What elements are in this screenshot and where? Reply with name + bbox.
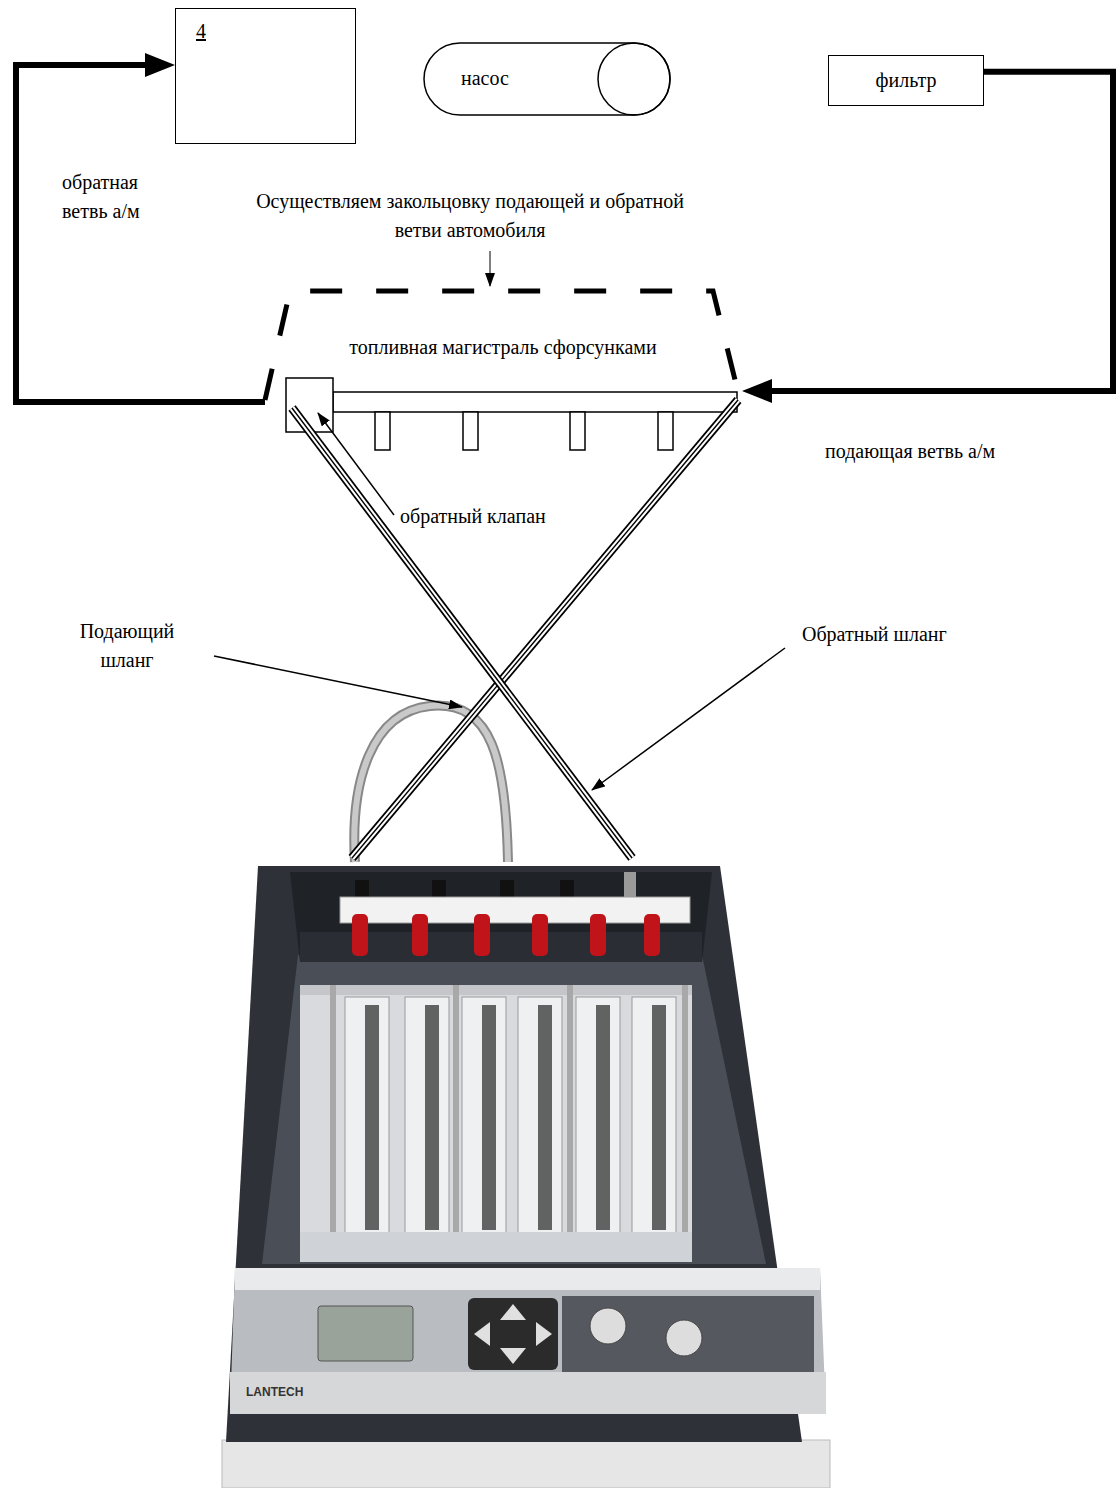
fuel-line <box>762 72 1113 391</box>
measuring-cylinder <box>462 997 506 1237</box>
filter-box: фильтр <box>828 55 984 106</box>
hose-line <box>352 400 738 858</box>
display <box>318 1306 413 1361</box>
injector <box>375 412 390 450</box>
pillar <box>567 985 573 1245</box>
machine-front <box>262 955 766 1264</box>
line-label: обратная ветвь а/м <box>62 168 180 226</box>
line-label: подающая ветвь а/м <box>825 437 995 466</box>
scale <box>538 1005 552 1230</box>
drain-tray <box>300 1232 692 1262</box>
leader-line <box>592 648 785 790</box>
round-button <box>590 1308 626 1344</box>
fitting <box>624 872 636 900</box>
key-right <box>536 1322 552 1346</box>
leader-line <box>318 413 394 515</box>
hose-line <box>292 408 632 858</box>
hose-line <box>292 408 632 858</box>
fuel-rail <box>333 392 737 412</box>
cylinder-bay <box>300 985 692 1245</box>
pump-end <box>598 43 670 115</box>
cylinder-rail <box>300 985 692 995</box>
injector <box>658 412 673 450</box>
unit-box: 4 <box>175 8 356 144</box>
pillar <box>682 985 688 1245</box>
machine-base <box>222 1440 830 1488</box>
control-panel <box>230 1268 826 1414</box>
measuring-cylinder <box>345 997 389 1237</box>
red-connector <box>474 914 490 956</box>
measuring-cylinder <box>576 997 620 1237</box>
key-down <box>500 1348 526 1364</box>
measuring-cylinder <box>405 997 449 1237</box>
scale <box>652 1005 666 1230</box>
red-connector <box>532 914 548 956</box>
hose <box>352 400 738 858</box>
key-up <box>500 1304 526 1320</box>
cable <box>354 706 508 862</box>
pump-shape: насос <box>423 42 671 116</box>
scale <box>365 1005 379 1230</box>
pump-body <box>424 43 670 115</box>
scale <box>425 1005 439 1230</box>
hose-line <box>352 400 738 858</box>
cylinder-scales <box>372 1005 659 1230</box>
injector <box>570 412 585 450</box>
leader-line <box>490 251 491 286</box>
measuring-cylinder <box>518 997 562 1237</box>
hose <box>292 408 632 858</box>
red-connector <box>590 914 606 956</box>
button-pad <box>562 1296 814 1372</box>
hose-line <box>292 408 632 858</box>
cable <box>354 706 508 862</box>
keypad <box>468 1298 558 1370</box>
red-connector <box>644 914 660 956</box>
part-label: Обратный шланг <box>802 620 947 649</box>
machine-tray <box>290 872 712 962</box>
measuring-cylinder <box>632 997 676 1237</box>
node-label: фильтр <box>829 66 983 95</box>
fuel-rail-outline: топливная магистраль сфорсунками <box>262 285 744 403</box>
part-label: Подающий шланг <box>62 617 192 675</box>
scale <box>482 1005 496 1230</box>
pillar <box>330 985 336 1245</box>
part-label: обратный клапан <box>400 502 546 531</box>
node-label: насос <box>461 64 509 93</box>
round-button <box>666 1320 702 1356</box>
panel-strip <box>235 1268 820 1290</box>
connector-bar <box>340 897 690 923</box>
node-outline <box>423 42 671 116</box>
pillar <box>453 985 459 1245</box>
leader-line <box>214 656 462 707</box>
brand-text: LANTECH <box>246 1384 303 1400</box>
red-connector <box>412 914 428 956</box>
panel-bottom <box>230 1372 826 1414</box>
scale <box>596 1005 610 1230</box>
red-connector <box>352 914 368 956</box>
note-text: Осуществляем закольцовку подающей и обра… <box>255 187 685 245</box>
red-connectors <box>352 914 660 956</box>
hose-line <box>352 400 738 858</box>
injector <box>463 412 478 450</box>
key-left <box>474 1322 490 1346</box>
node-label: топливная магистраль сфорсунками <box>262 333 744 362</box>
node-label: 4 <box>196 17 206 46</box>
